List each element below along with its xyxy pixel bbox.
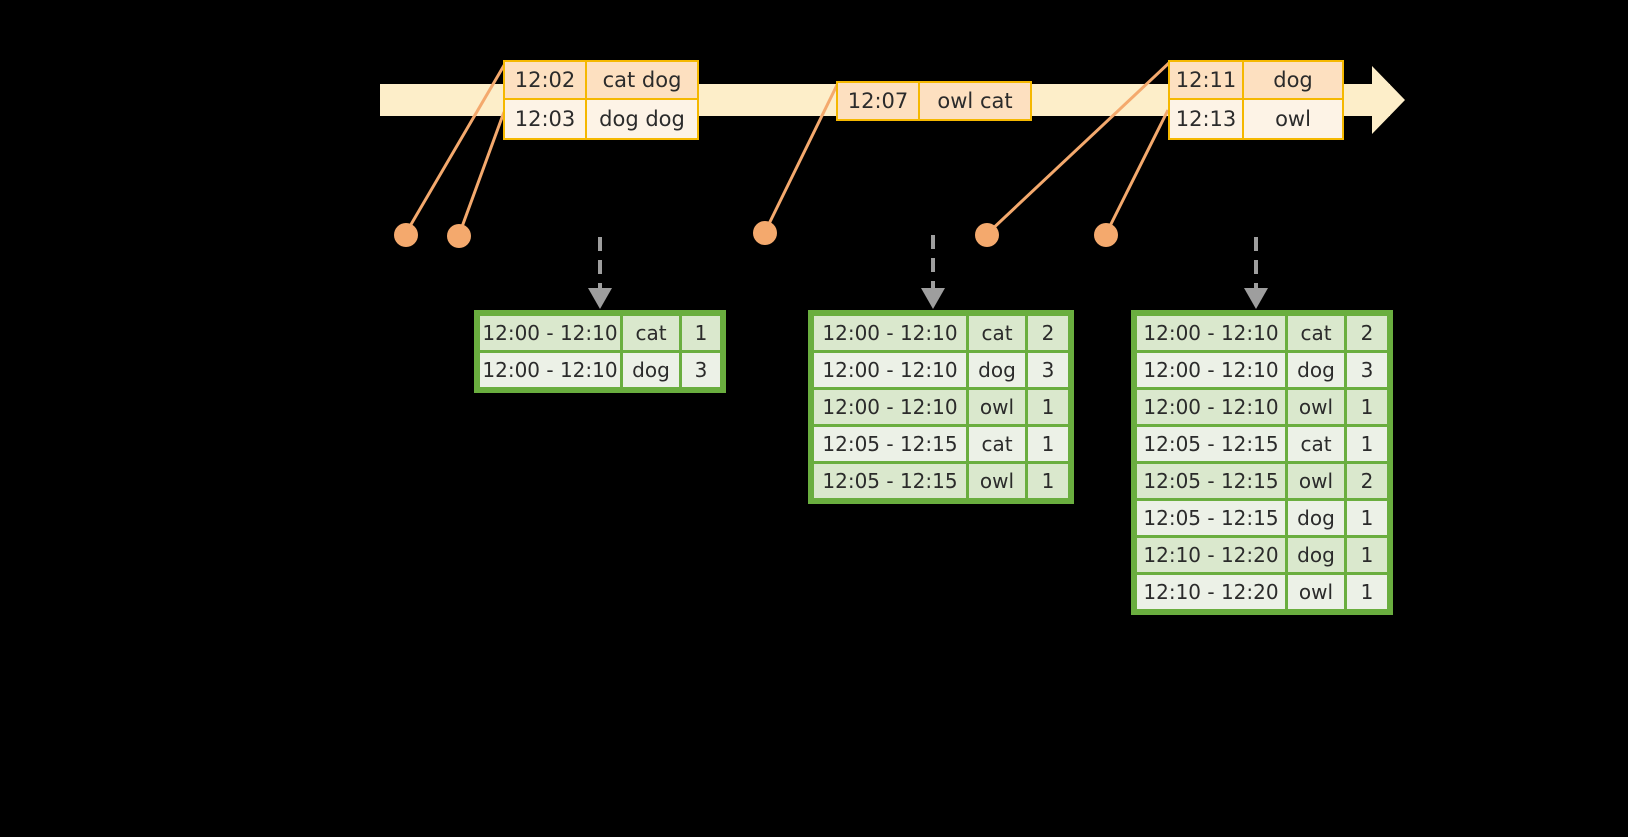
cell-word: cat [623,316,679,350]
cell-word: dog [1288,538,1344,572]
cell-window: 12:00 - 12:10 [1137,353,1285,387]
event-time: 12:13 [1170,100,1244,138]
cell-window: 12:05 - 12:15 [1137,501,1285,535]
cell-count: 1 [1028,427,1068,461]
event-group-3[interactable]: 12:11 dog 12:13 owl [1168,60,1344,140]
cell-count: 1 [1347,575,1387,609]
cell-window: 12:00 - 12:10 [814,390,966,424]
cell-word: dog [1288,501,1344,535]
event-row: 12:02 cat dog [505,62,697,101]
dot-1213 [1094,223,1118,247]
event-time: 12:03 [505,100,587,138]
connector-line-1203 [457,111,506,236]
cell-word: owl [1288,575,1344,609]
event-row: 12:11 dog [1170,62,1342,101]
cell-window: 12:05 - 12:15 [814,427,966,461]
event-row: 12:03 dog dog [505,100,697,138]
cell-word: owl [969,464,1025,498]
cell-count: 2 [1347,316,1387,350]
dashed-arrow-1 [588,237,612,309]
cell-count: 1 [1347,501,1387,535]
cell-count: 2 [1347,464,1387,498]
cell-word: dog [623,353,679,387]
event-words: dog [1273,68,1313,93]
cell-count: 2 [1028,316,1068,350]
dot-1211 [975,223,999,247]
cell-word: owl [1288,390,1344,424]
cell-window: 12:10 - 12:20 [1137,575,1285,609]
cell-count: 1 [1028,464,1068,498]
event-words: owl [1275,107,1311,132]
event-time: 12:02 [505,62,587,99]
event-row: 12:13 owl [1170,100,1342,138]
cell-window: 12:00 - 12:10 [480,353,620,387]
cell-word: owl [969,390,1025,424]
dot-1202 [394,223,418,247]
cell-window: 12:10 - 12:20 [1137,538,1285,572]
cell-window: 12:05 - 12:15 [1137,427,1285,461]
cell-word: dog [969,353,1025,387]
cell-word: cat [1288,316,1344,350]
event-words: dog dog [599,107,685,132]
cell-count: 1 [1028,390,1068,424]
cell-count: 3 [682,353,720,387]
event-time: 12:07 [838,83,920,119]
event-row: 12:07 owl cat [838,83,1030,119]
cell-count: 3 [1347,353,1387,387]
cell-window: 12:00 - 12:10 [1137,390,1285,424]
cell-window: 12:05 - 12:15 [1137,464,1285,498]
event-group-2[interactable]: 12:07 owl cat [836,81,1032,121]
cell-window: 12:00 - 12:10 [814,353,966,387]
event-group-1[interactable]: 12:02 cat dog 12:03 dog dog [503,60,699,140]
cell-window: 12:00 - 12:10 [814,316,966,350]
dot-1203 [447,224,471,248]
event-time: 12:11 [1170,62,1244,99]
cell-word: cat [1288,427,1344,461]
cell-count: 1 [1347,427,1387,461]
event-words: cat dog [602,68,682,93]
dashed-arrow-2 [921,235,945,309]
cell-count: 1 [1347,538,1387,572]
cell-window: 12:00 - 12:10 [1137,316,1285,350]
cell-count: 3 [1028,353,1068,387]
cell-window: 12:05 - 12:15 [814,464,966,498]
dashed-arrow-3 [1244,237,1268,309]
event-words: owl cat [937,89,1013,113]
cell-window: 12:00 - 12:10 [480,316,620,350]
cell-count: 1 [1347,390,1387,424]
cell-word: cat [969,316,1025,350]
cell-count: 1 [682,316,720,350]
connector-line-1213 [1104,109,1170,235]
cell-word: cat [969,427,1025,461]
cell-word: owl [1288,464,1344,498]
dot-1207 [753,221,777,245]
cell-word: dog [1288,353,1344,387]
